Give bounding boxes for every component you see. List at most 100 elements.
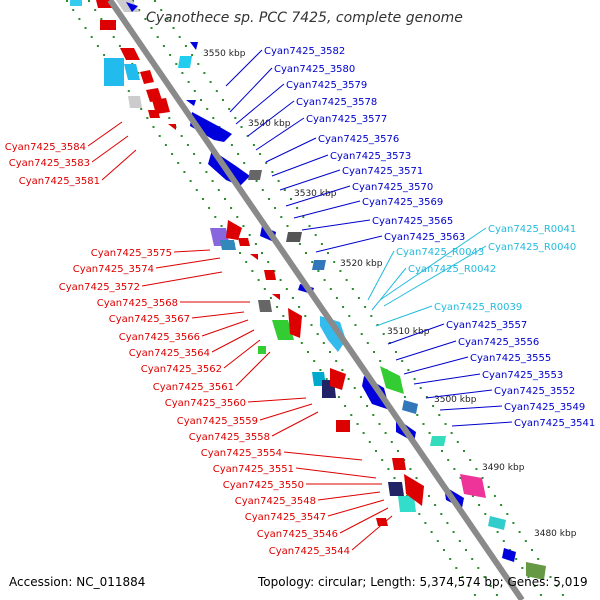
gene-feature[interactable]	[168, 124, 176, 130]
gene-label[interactable]: Cyan7425_3575	[91, 248, 172, 259]
gene-label[interactable]: Cyan7425_3541	[514, 418, 595, 429]
gene-label[interactable]: Cyan7425_3580	[274, 64, 355, 75]
gene-label[interactable]: Cyan7425_3563	[384, 232, 465, 243]
gene-label[interactable]: Cyan7425_3570	[352, 182, 433, 193]
gene-feature[interactable]	[264, 270, 276, 280]
gene-feature[interactable]	[258, 346, 266, 354]
gene-feature[interactable]	[238, 238, 250, 246]
gene-feature[interactable]	[226, 220, 242, 240]
gene-label[interactable]: Cyan7425_R0042	[408, 264, 496, 275]
gene-feature[interactable]	[380, 366, 404, 394]
gene-label[interactable]: Cyan7425_3566	[119, 332, 200, 343]
track-dot	[481, 477, 484, 479]
gene-feature[interactable]	[120, 48, 140, 60]
gene-feature[interactable]	[376, 518, 388, 526]
gene-feature[interactable]	[100, 20, 116, 30]
gene-feature[interactable]	[70, 0, 82, 6]
gene-feature[interactable]	[250, 254, 258, 260]
gene-feature[interactable]	[460, 474, 486, 498]
gene-feature[interactable]	[146, 88, 162, 102]
gene-label[interactable]: Cyan7425_3584	[5, 142, 86, 153]
gene-feature[interactable]	[330, 368, 346, 390]
label-leader-line	[225, 49, 263, 87]
gene-feature[interactable]	[288, 308, 302, 338]
label-leader-line	[255, 117, 305, 151]
gene-label[interactable]: Cyan7425_3556	[458, 337, 539, 348]
gene-label[interactable]: Cyan7425_3576	[318, 134, 399, 145]
gene-feature[interactable]	[190, 42, 198, 50]
gene-label[interactable]: Cyan7425_3569	[362, 197, 443, 208]
gene-feature[interactable]	[104, 58, 124, 86]
gene-feature[interactable]	[336, 420, 350, 432]
gene-label[interactable]: Cyan7425_3561	[153, 382, 234, 393]
gene-feature[interactable]	[430, 436, 446, 446]
gene-feature[interactable]	[126, 2, 138, 12]
gene-feature[interactable]	[502, 548, 516, 562]
gene-label[interactable]: Cyan7425_3571	[342, 166, 423, 177]
gene-feature[interactable]	[148, 110, 160, 118]
gene-label[interactable]: Cyan7425_3582	[264, 46, 345, 57]
gene-feature[interactable]	[258, 300, 272, 312]
gene-label[interactable]: Cyan7425_3572	[59, 282, 140, 293]
gene-feature[interactable]	[398, 496, 416, 512]
gene-label[interactable]: Cyan7425_3552	[494, 386, 575, 397]
gene-feature[interactable]	[128, 96, 142, 108]
gene-label[interactable]: Cyan7425_R0041	[488, 224, 576, 235]
gene-label[interactable]: Cyan7425_3553	[482, 370, 563, 381]
gene-label[interactable]: Cyan7425_3574	[73, 264, 154, 275]
gene-label[interactable]: Cyan7425_3548	[235, 496, 316, 507]
track-dot	[432, 405, 435, 407]
gene-label[interactable]: Cyan7425_3577	[306, 114, 387, 125]
gene-label[interactable]: Cyan7425_3578	[296, 97, 377, 108]
gene-feature[interactable]	[402, 400, 418, 414]
gene-label[interactable]: Cyan7425_3557	[446, 320, 527, 331]
gene-label[interactable]: Cyan7425_R0040	[488, 242, 576, 253]
gene-feature[interactable]	[404, 474, 424, 506]
gene-label[interactable]: Cyan7425_3559	[177, 416, 258, 427]
track-dot	[255, 180, 258, 182]
gene-label[interactable]: Cyan7425_3567	[109, 314, 190, 325]
gene-label[interactable]: Cyan7425_3555	[470, 353, 551, 364]
track-dot	[487, 486, 490, 488]
gene-label[interactable]: Cyan7425_R0039	[434, 302, 522, 313]
gene-label[interactable]: Cyan7425_3554	[201, 448, 282, 459]
gene-label[interactable]: Cyan7425_3573	[330, 151, 411, 162]
gene-feature[interactable]	[312, 260, 326, 270]
gene-feature[interactable]	[186, 100, 196, 106]
gene-feature[interactable]	[526, 562, 546, 580]
gene-label[interactable]: Cyan7425_3562	[141, 364, 222, 375]
gene-feature[interactable]	[248, 170, 262, 180]
gene-label[interactable]: Cyan7425_3583	[9, 158, 90, 169]
track-dot	[283, 189, 286, 191]
gene-feature[interactable]	[272, 320, 294, 340]
gene-feature[interactable]	[392, 458, 406, 470]
gene-label[interactable]: Cyan7425_3544	[269, 546, 350, 557]
gene-label[interactable]: Cyan7425_3550	[223, 480, 304, 491]
gene-label[interactable]: Cyan7425_3560	[165, 398, 246, 409]
gene-label[interactable]: Cyan7425_3546	[257, 529, 338, 540]
gene-feature[interactable]	[286, 232, 302, 242]
gene-label[interactable]: Cyan7425_3579	[286, 80, 367, 91]
gene-label[interactable]: Cyan7425_3565	[372, 216, 453, 227]
track-dot	[234, 117, 237, 119]
gene-label[interactable]: Cyan7425_R0043	[396, 247, 484, 258]
gene-label[interactable]: Cyan7425_3558	[189, 432, 270, 443]
gene-feature[interactable]	[140, 70, 154, 84]
gene-feature[interactable]	[178, 56, 192, 68]
gene-feature[interactable]	[220, 240, 236, 250]
track-dot	[502, 540, 505, 542]
gene-feature[interactable]	[124, 64, 140, 80]
gene-feature[interactable]	[320, 316, 346, 352]
gene-label[interactable]: Cyan7425_3581	[19, 176, 100, 187]
gene-feature[interactable]	[388, 482, 404, 496]
gene-feature[interactable]	[190, 112, 232, 142]
track-dot	[261, 189, 264, 191]
gene-label[interactable]: Cyan7425_3547	[245, 512, 326, 523]
gene-feature[interactable]	[272, 294, 280, 300]
gene-label[interactable]: Cyan7425_3568	[97, 298, 178, 309]
gene-label[interactable]: Cyan7425_3551	[213, 464, 294, 475]
gene-label[interactable]: Cyan7425_3564	[129, 348, 210, 359]
gene-label[interactable]: Cyan7425_3549	[504, 402, 585, 413]
gene-feature[interactable]	[488, 516, 506, 530]
track-dot	[186, 144, 189, 146]
